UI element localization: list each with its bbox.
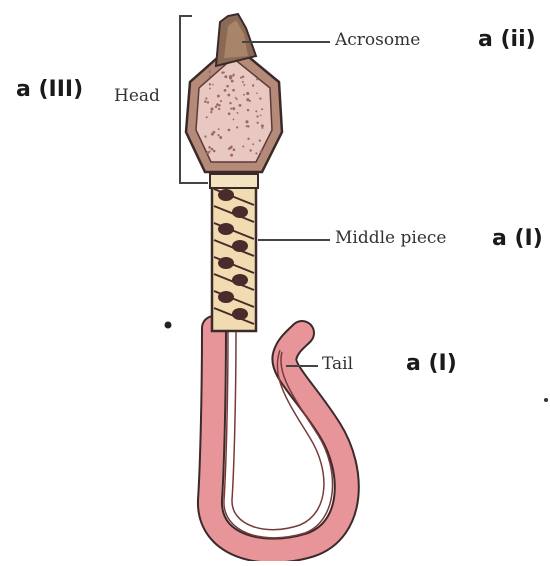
- nucleus-speckle: [246, 92, 249, 95]
- nucleus-speckle: [233, 148, 236, 151]
- nucleus-speckle: [209, 83, 211, 85]
- middle-piece-answer: a (I): [492, 226, 543, 251]
- nucleus-speckle: [223, 72, 225, 74]
- nucleus-speckle: [235, 97, 237, 99]
- nucleus-speckle: [252, 143, 254, 145]
- nucleus-speckle: [232, 75, 234, 77]
- nucleus-speckle: [247, 138, 249, 140]
- nucleus-speckle: [210, 108, 213, 111]
- nucleus-speckle: [252, 85, 254, 87]
- nucleus-speckle: [261, 124, 264, 127]
- nucleus-speckle: [246, 98, 249, 101]
- nucleus-speckle: [217, 95, 220, 98]
- head-label: Head: [114, 86, 160, 106]
- acrosome-label: Acrosome: [335, 30, 420, 50]
- nucleus-speckle: [209, 88, 211, 90]
- stray-dot: [544, 398, 548, 402]
- nucleus-speckle: [246, 125, 248, 127]
- nucleus-speckle: [247, 109, 249, 111]
- nucleus-speckle: [237, 112, 239, 114]
- nucleus-speckle: [236, 126, 238, 128]
- nucleus-speckle: [228, 147, 231, 150]
- nucleus-speckle: [229, 75, 232, 78]
- middle-piece: [212, 186, 256, 331]
- tail-axial-line-2: [232, 330, 324, 530]
- nucleus-speckle: [256, 92, 258, 94]
- acrosome-answer: a (ii): [478, 27, 536, 52]
- stray-dot: [165, 322, 172, 329]
- nucleus-speckle: [233, 118, 235, 120]
- nucleus-speckle: [209, 151, 211, 153]
- nucleus-speckle: [231, 80, 234, 83]
- nucleus-speckle: [209, 75, 211, 77]
- nucleus-speckle: [243, 84, 245, 86]
- nucleus-speckle: [228, 129, 231, 132]
- nucleus-speckle: [213, 150, 216, 153]
- nucleus-speckle: [228, 112, 231, 115]
- head: [186, 44, 282, 172]
- nucleus-speckle: [224, 75, 227, 78]
- tail-label: Tail: [322, 354, 353, 374]
- head-answer: a (III): [16, 77, 83, 102]
- nucleus-speckle: [230, 154, 233, 157]
- nucleus-speckle: [217, 134, 219, 136]
- nucleus-speckle: [218, 128, 220, 130]
- acrosome: [216, 14, 256, 66]
- nucleus-speckle: [211, 133, 214, 136]
- nucleus-speckle: [259, 140, 261, 142]
- nucleus-speckle: [209, 71, 211, 73]
- nucleus-speckle: [242, 81, 244, 83]
- middle-piece-label: Middle piece: [335, 228, 446, 248]
- nucleus-speckle: [261, 108, 263, 110]
- nucleus-speckle: [224, 89, 227, 92]
- nucleus-speckle: [256, 115, 258, 117]
- nucleus-speckle: [217, 103, 219, 105]
- nucleus-speckle: [236, 98, 238, 100]
- nucleus-speckle: [226, 85, 229, 88]
- nucleus-speckle: [242, 146, 244, 148]
- nucleus-speckle: [229, 102, 231, 104]
- nucleus-speckle: [211, 148, 214, 151]
- nucleus-speckle: [227, 94, 230, 97]
- nucleus-speckle: [259, 97, 261, 99]
- nucleus-speckle: [255, 152, 257, 154]
- nucleus-speckle: [204, 135, 206, 137]
- nucleus-speckle: [207, 101, 209, 103]
- nucleus-speckle: [243, 94, 245, 96]
- nucleus-speckle: [205, 97, 207, 99]
- nucleus-speckle: [256, 78, 258, 80]
- nucleus-speckle: [208, 146, 211, 149]
- nucleus-speckle: [219, 136, 222, 139]
- nucleus-speckle: [218, 108, 220, 110]
- nucleus-speckle: [220, 100, 222, 102]
- nucleus-speckle: [245, 120, 248, 123]
- nucleus-speckle: [232, 107, 235, 110]
- nucleus-speckle: [212, 84, 214, 86]
- nucleus-speckle: [232, 89, 235, 92]
- nucleus-speckle: [249, 149, 251, 151]
- nucleus-speckle: [240, 76, 242, 78]
- nucleus-speckle: [260, 114, 262, 116]
- nucleus-speckle: [210, 111, 212, 113]
- neck: [210, 174, 258, 188]
- nucleus-speckle: [260, 150, 263, 153]
- nucleus-speckle: [262, 127, 264, 129]
- nucleus-speckle: [215, 106, 217, 108]
- nucleus-speckle: [239, 104, 242, 107]
- nucleus-speckle: [206, 116, 208, 118]
- nucleus-speckle: [255, 110, 257, 112]
- nucleus-speckle: [257, 122, 259, 124]
- nucleus-speckle: [230, 108, 232, 110]
- tail-answer: a (I): [406, 351, 457, 376]
- nucleus-speckle: [204, 100, 207, 103]
